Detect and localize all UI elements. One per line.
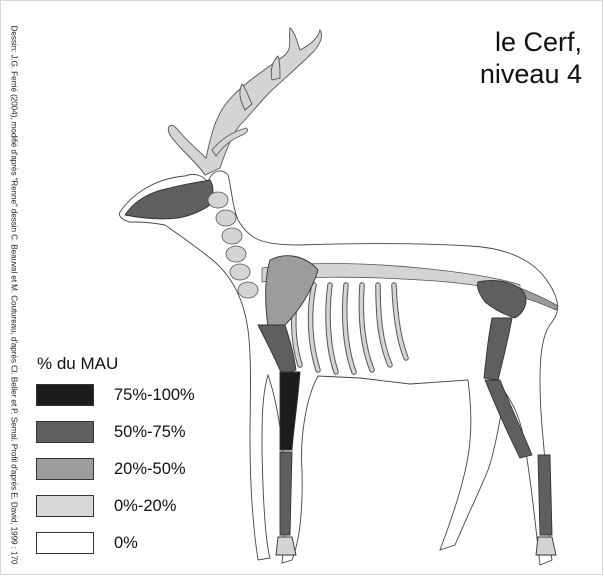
legend-swatch (36, 495, 94, 517)
legend-swatch (36, 384, 94, 406)
legend-item: 50%-75% (36, 417, 186, 447)
credit-label: Dessin: J.G. Ferrié (2004), modifié d'ap… (10, 26, 19, 565)
legend-title: % du MAU (37, 354, 118, 374)
legend-swatch (36, 532, 94, 554)
legend-swatch (36, 458, 94, 480)
credit-text: Dessin: J.G. Ferrié (2004), modifié d'ap… (8, 40, 20, 550)
hind-phalanges (536, 537, 556, 555)
hind-metatarsal (538, 455, 552, 535)
figure-title: le Cerf, niveau 4 (480, 26, 582, 90)
antler-tine-3 (271, 56, 280, 80)
legend-label: 20%-50% (114, 460, 186, 479)
legend-label: 0% (114, 534, 138, 553)
legend-item: 20%-50% (36, 454, 186, 484)
legend-item: 0%-20% (36, 491, 176, 521)
title-line-1: le Cerf, (480, 26, 582, 58)
antlers (168, 28, 321, 175)
title-line-2: niveau 4 (480, 58, 582, 90)
fore-phalanges (276, 537, 296, 555)
legend-swatch (36, 421, 94, 443)
legend-item: 0% (36, 528, 138, 558)
legend-label: 0%-20% (114, 497, 176, 516)
legend-label: 50%-75% (114, 423, 186, 442)
fore-metacarpal (280, 452, 292, 535)
legend-item: 75%-100% (36, 380, 195, 410)
legend-label: 75%-100% (114, 386, 195, 405)
